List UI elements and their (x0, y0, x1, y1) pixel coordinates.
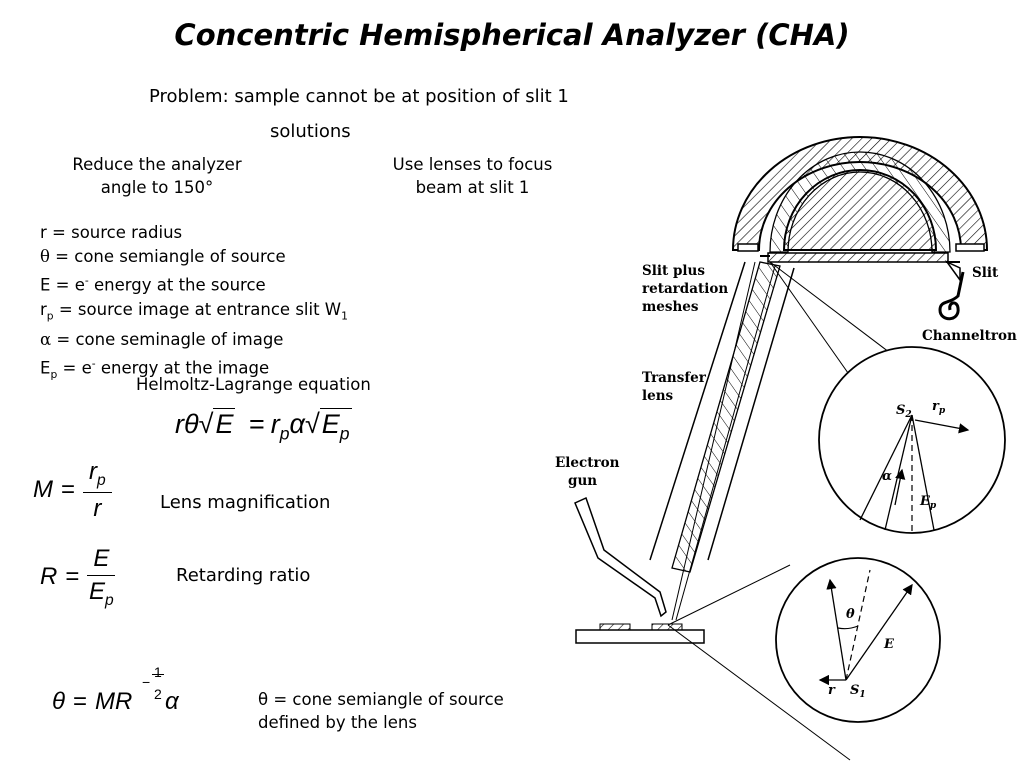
inset2-r-label: r (828, 683, 836, 698)
def-E: E = e- energy at the source (40, 274, 266, 295)
inset1-s2-label: S2 (896, 403, 912, 420)
def-alpha: α = cone seminagle of image (40, 329, 284, 349)
solution-right-line-1: Use lenses to focus (392, 155, 553, 174)
theta-equation-alpha: α (165, 688, 179, 715)
def-rp: rp = source image at entrance slit W1 (40, 299, 348, 322)
theta-equation: θ=MR (52, 688, 133, 715)
label-electron-gun-1: Electron (555, 455, 620, 471)
label-transfer-lens-2: lens (642, 388, 674, 404)
page-title: Concentric Hemispherical Analyzer (CHA) (174, 18, 850, 52)
left-slit-plate (737, 243, 759, 252)
label-transfer-lens-1: Transfer (642, 370, 707, 386)
def-theta: θ = cone semiangle of source (40, 247, 286, 266)
lens-magnification-label: Lens magnification (160, 492, 331, 513)
helmholtz-equation: rθ√E =rpα√Ep (175, 408, 352, 444)
theta-note-line-1: θ = cone semiangle of source (258, 690, 504, 709)
electron-gun (574, 496, 667, 618)
label-slit-meshes-3: meshes (642, 299, 699, 315)
inset-circle-source (775, 557, 941, 723)
label-slit: Slit (972, 265, 999, 281)
retarding-ratio-label: Retarding ratio (176, 565, 311, 586)
cha-schematic-figure: Slit plus retardation meshes Slit Channe… (555, 136, 1017, 761)
inset1-Ep-label: Ep (919, 494, 937, 511)
problem-statement: Problem: sample cannot be at position of… (149, 86, 569, 107)
solution-right: Use lenses to focus beam at slit 1 (370, 153, 575, 199)
inset2-s1-label: S1 (850, 683, 866, 700)
inner-hemisphere (782, 169, 938, 251)
label-slit-meshes-2: retardation (642, 281, 728, 297)
label-electron-gun-2: gun (568, 473, 597, 489)
base-plate (767, 252, 949, 263)
inset2-theta-label: θ (846, 607, 855, 622)
def-Ep: Ep = e- energy at the image (40, 356, 270, 381)
definitions-list: r = source radius θ = cone semiangle of … (40, 221, 348, 387)
def-r: r = source radius (40, 223, 183, 242)
inset1-alpha-label: α (882, 469, 892, 484)
theta-note-line-2: defined by the lens (258, 713, 417, 732)
inset2-E-label: E (883, 637, 895, 652)
sample-stage (575, 629, 705, 644)
label-channeltron: Channeltron (922, 328, 1017, 344)
theta-note: θ = cone semiangle of source defined by … (258, 688, 504, 734)
exit-slit (944, 260, 961, 283)
inset1-rp-label: rp (932, 399, 946, 416)
solutions-heading: solutions (270, 121, 351, 142)
solution-right-line-2: beam at slit 1 (415, 178, 530, 197)
solution-left-line-1: Reduce the analyzer (72, 155, 242, 174)
solution-left-line-2: angle to 150° (100, 178, 214, 197)
channeltron (938, 271, 965, 321)
right-slit-plate (955, 243, 985, 252)
solution-left: Reduce the analyzer angle to 150° (52, 153, 262, 199)
helmholtz-label: Helmoltz-Lagrange equation (136, 375, 371, 394)
label-slit-meshes-1: Slit plus (642, 263, 705, 279)
